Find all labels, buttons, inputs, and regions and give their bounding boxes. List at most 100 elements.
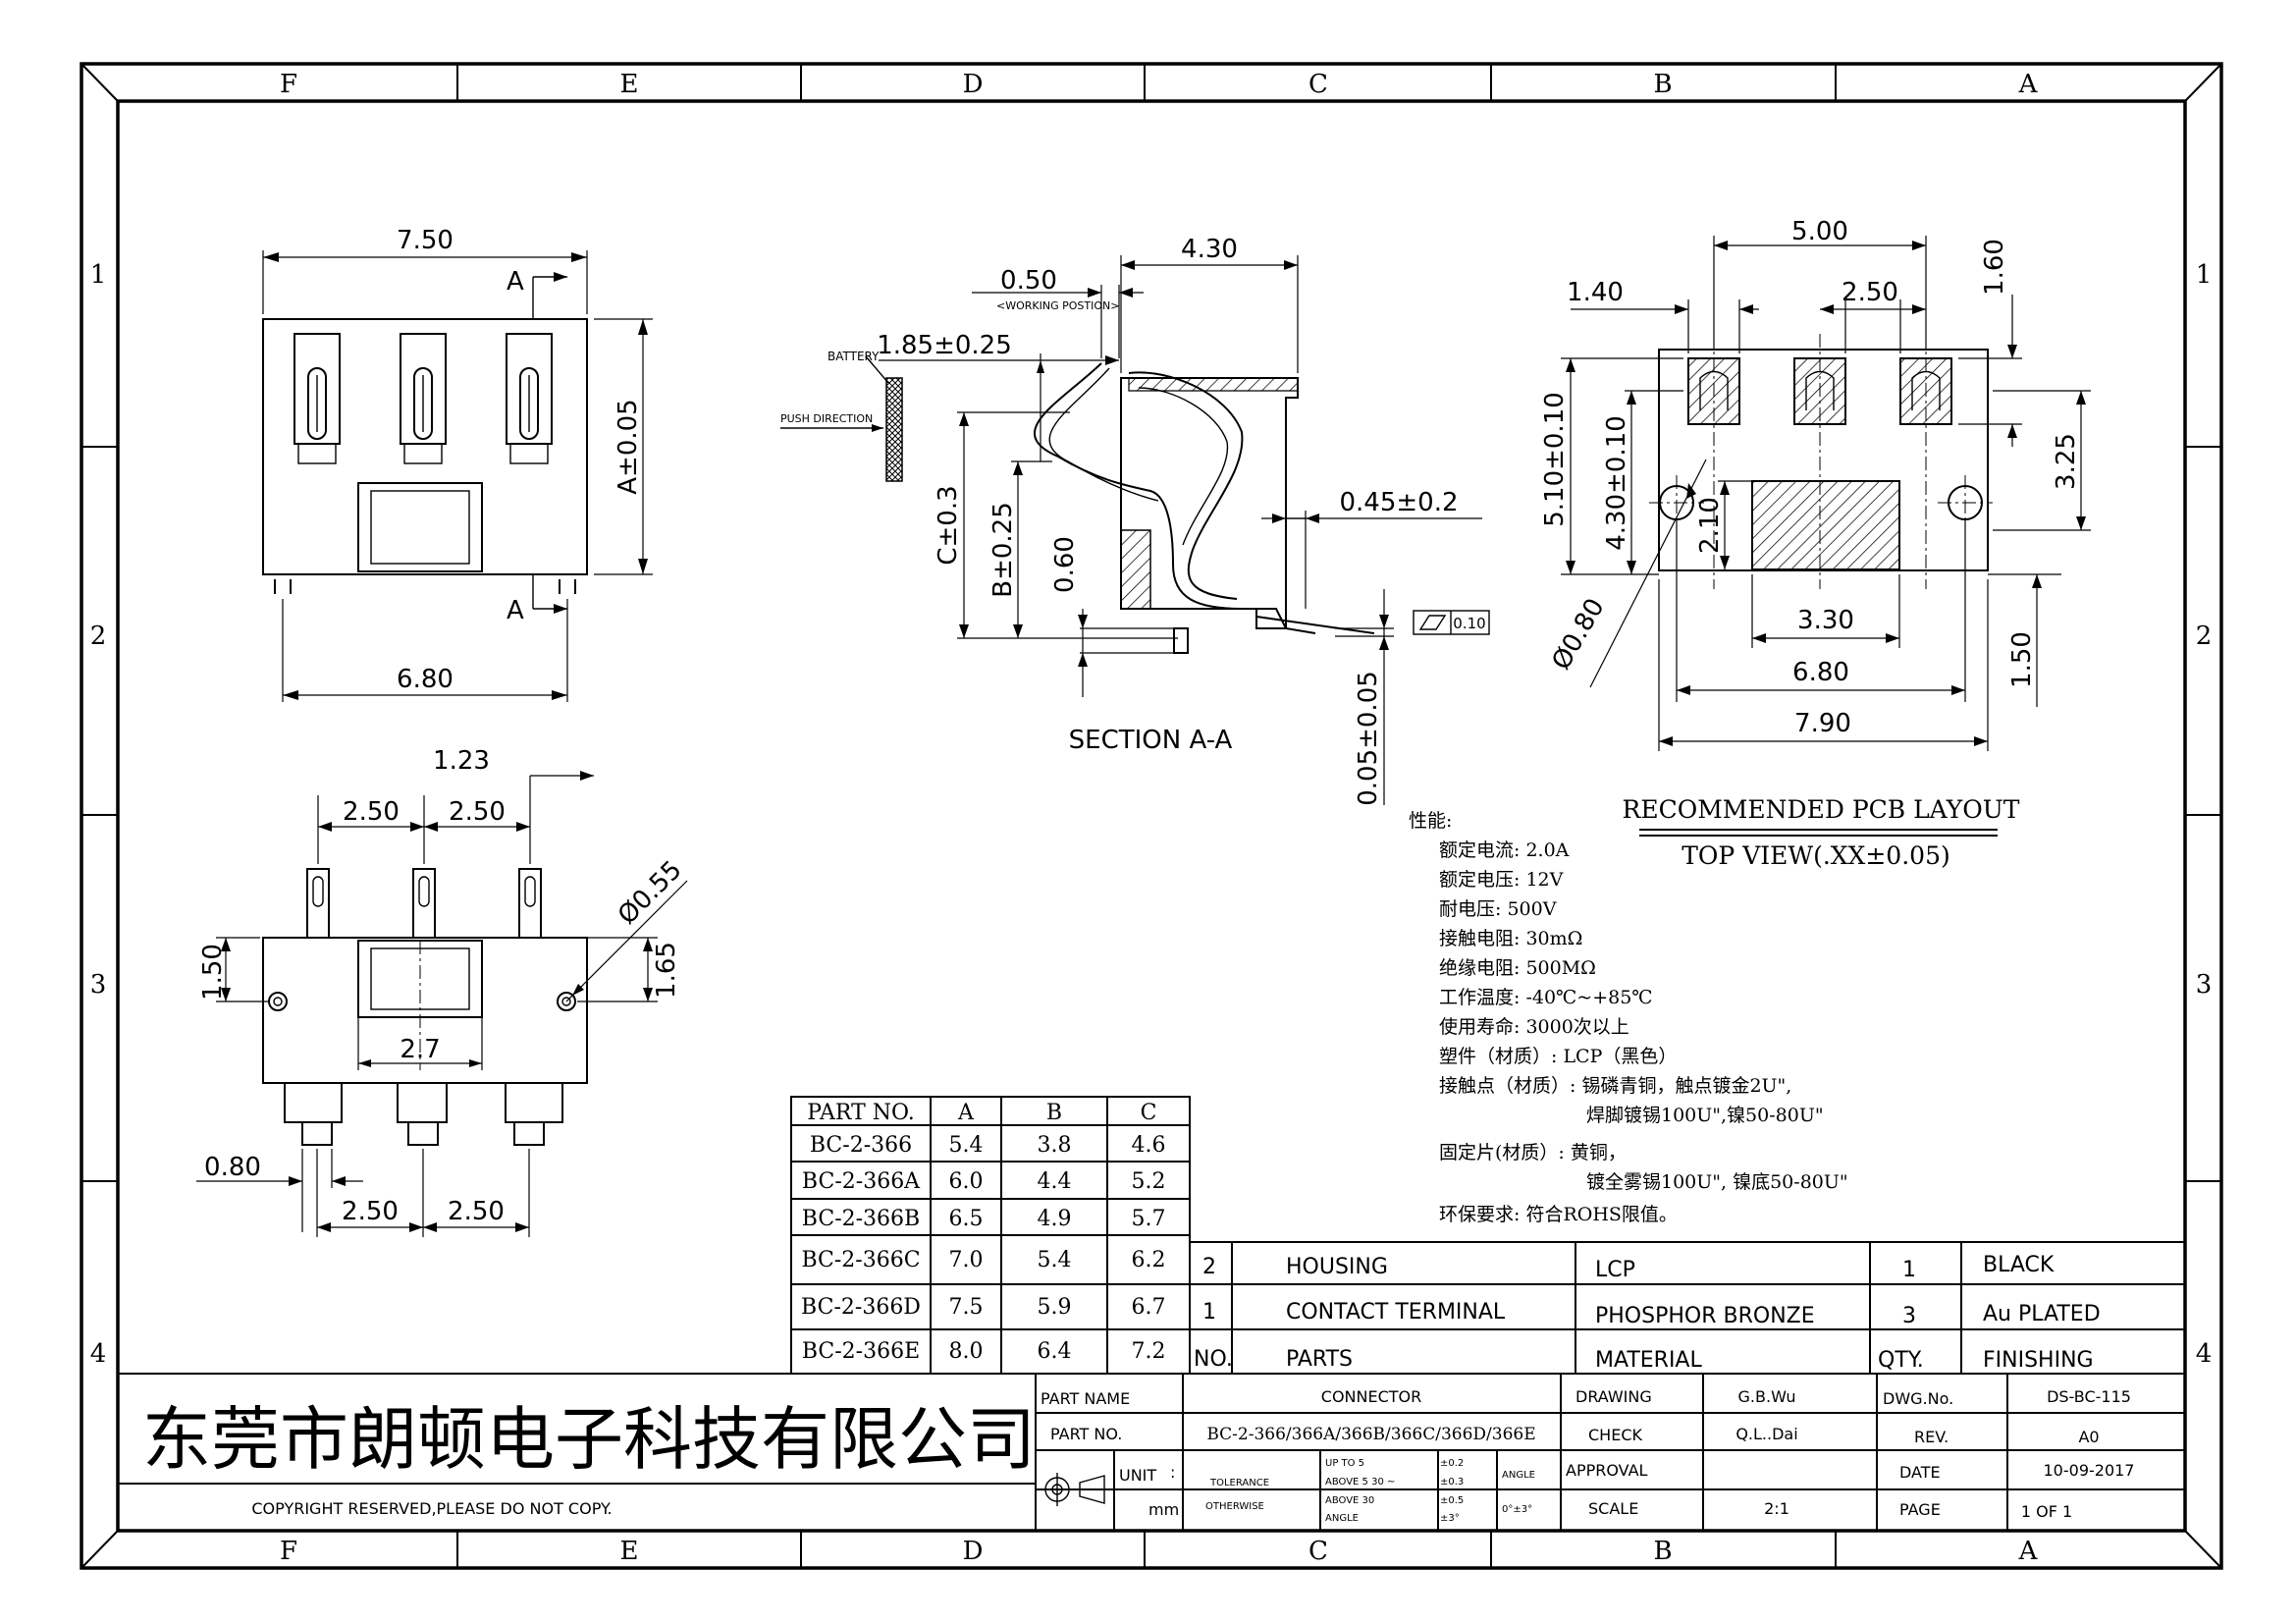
tol-range: ANGLE <box>1325 1513 1359 1524</box>
zone-col-a-bottom: A <box>2018 1537 2039 1566</box>
drawing-value: G.B.Wu <box>1738 1387 1796 1406</box>
section-mark-bottom: A <box>507 596 524 625</box>
push-direction-label: PUSH DIRECTION <box>780 412 873 425</box>
bom-part: HOUSING <box>1286 1255 1388 1279</box>
part-cell: BC-2-366B <box>802 1207 920 1231</box>
page-value: 1 OF 1 <box>2021 1502 2072 1521</box>
spec-line: 额定电压: 12V <box>1439 869 1564 891</box>
part-cell: 3.8 <box>1038 1133 1072 1158</box>
zone-col-b-top: B <box>1653 70 1672 99</box>
part-cell: 5.2 <box>1132 1169 1166 1194</box>
pcb-center-pad <box>1751 480 1900 570</box>
zone-row-4-right: 4 <box>2196 1339 2213 1369</box>
spec-line: 工作温度: -40℃~+85℃ <box>1439 987 1653 1008</box>
unit-label: UNIT <box>1119 1466 1156 1485</box>
spec-line: 固定片(材质）: 黄铜， <box>1439 1142 1627 1163</box>
pcb-title: RECOMMENDED PCB LAYOUT <box>1623 795 2020 824</box>
part-table-header: PART NO. <box>807 1101 915 1125</box>
part-cell: 6.2 <box>1132 1248 1166 1272</box>
tol-value: ±3° <box>1440 1513 1460 1524</box>
tol-value: ±0.5 <box>1440 1495 1464 1506</box>
tolerance-label: TOLERANCE <box>1209 1478 1269 1488</box>
part-no-label: PART NO. <box>1050 1425 1122 1443</box>
zone-col-e-bottom: E <box>620 1537 639 1566</box>
contact-slot <box>294 333 341 464</box>
zone-col-d-top: D <box>963 70 984 99</box>
part-cell: 5.9 <box>1038 1295 1072 1320</box>
dim-section-c: C±0.3 <box>934 485 963 565</box>
spec-line: 环保要求: 符合ROHS限值。 <box>1439 1204 1678 1225</box>
date-value: 10-09-2017 <box>2044 1461 2135 1480</box>
tol-range: ABOVE 5 30 ~ <box>1325 1477 1395 1488</box>
dim-pcb-140: 1.40 <box>1567 278 1624 307</box>
pcb-layout: 5.00 1.40 2.50 1.60 3.25 5.10± <box>1540 217 2091 870</box>
unit-colon: : <box>1170 1463 1175 1482</box>
dim-section-060: 0.60 <box>1050 536 1080 593</box>
part-cell: 6.7 <box>1132 1295 1166 1320</box>
tol-value: ±0.2 <box>1440 1458 1464 1469</box>
angle-label: ANGLE <box>1502 1470 1535 1481</box>
spec-heading: 性能: <box>1409 810 1452 832</box>
top-pin <box>306 868 330 939</box>
dim-top-height: A±0.05 <box>614 399 643 494</box>
part-cell: 7.2 <box>1132 1339 1166 1364</box>
mount-hole <box>268 992 288 1011</box>
rev-label: REV. <box>1914 1428 1949 1446</box>
zone-row-2-right: 2 <box>2196 622 2213 651</box>
zone-col-a-top: A <box>2018 70 2039 99</box>
spec-line: 塑件（材质）: LCP（黑色） <box>1439 1046 1677 1067</box>
company-name: 东莞市朗顿电子科技有限公司 <box>142 1399 1036 1480</box>
dim-pcb-790: 7.90 <box>1794 709 1851 738</box>
tol-range: UP TO 5 <box>1325 1458 1364 1469</box>
angle-value: 0°±3° <box>1502 1504 1532 1515</box>
bom-finishing: BLACK <box>1983 1253 2055 1277</box>
dwg-label: DWG.No. <box>1883 1389 1953 1408</box>
dim-section-045: 0.45±0.2 <box>1339 488 1458 517</box>
part-name-value: CONNECTOR <box>1321 1387 1421 1406</box>
dim-pcb-325: 3.25 <box>2052 433 2081 490</box>
bom-header-no: NO. <box>1194 1347 1233 1372</box>
dim-section-battery-gap: 1.85±0.25 <box>877 331 1012 360</box>
zone-col-c-top: C <box>1308 70 1328 99</box>
dim-top-width: 7.50 <box>397 226 454 255</box>
zone-row-1-left: 1 <box>90 260 107 290</box>
part-cell: 4.4 <box>1038 1169 1072 1194</box>
part-table-header: B <box>1046 1101 1062 1125</box>
check-value: Q.L..Dai <box>1735 1425 1797 1443</box>
bom-header-qty: QTY. <box>1878 1348 1924 1373</box>
part-no-value: BC-2-366/366A/366B/366C/366D/366E <box>1206 1425 1535 1444</box>
part-cell: 7.5 <box>949 1295 984 1320</box>
part-cell: BC-2-366C <box>801 1248 920 1272</box>
bom-no: 2 <box>1202 1255 1216 1279</box>
drawing-label: DRAWING <box>1575 1387 1652 1406</box>
check-label: CHECK <box>1588 1426 1642 1444</box>
zone-col-e-top: E <box>620 70 639 99</box>
part-cell: 6.4 <box>1038 1339 1072 1364</box>
zone-col-b-bottom: B <box>1653 1537 1672 1566</box>
part-cell: 4.9 <box>1038 1207 1072 1231</box>
approval-label: APPROVAL <box>1566 1461 1648 1480</box>
spec-notes: 性能: 额定电流: 2.0A 额定电压: 12V 耐电压: 500V 接触电阻:… <box>1409 810 1848 1225</box>
part-name-label: PART NAME <box>1041 1389 1130 1408</box>
otherwise-label: OTHERWISE <box>1205 1501 1264 1512</box>
contact-slot <box>400 333 447 464</box>
bom-header-finishing: FINISHING <box>1983 1348 2094 1373</box>
dim-pcb-430: 4.30±0.10 <box>1602 415 1631 551</box>
dim-bottom-pitch-right: 2.50 <box>449 797 506 827</box>
dim-section-b: B±0.25 <box>988 502 1018 598</box>
part-cell: 6.0 <box>949 1169 984 1194</box>
spec-line: 接触点（材质）: 锡磷青铜，触点镀金2U", <box>1439 1075 1791 1097</box>
zone-row-2-left: 2 <box>90 622 107 651</box>
section-mark-top: A <box>507 267 524 297</box>
part-cell: 4.6 <box>1132 1133 1166 1158</box>
spec-line: 耐电压: 500V <box>1439 898 1557 920</box>
dim-bottom-center: 2.7 <box>400 1035 440 1064</box>
dim-bottom-pitch-left: 2.50 <box>343 797 400 827</box>
zone-row-3-left: 3 <box>90 970 107 1000</box>
dim-pcb-330: 3.30 <box>1797 606 1854 635</box>
copyright-note: COPYRIGHT RESERVED,PLEASE DO NOT COPY. <box>251 1499 612 1518</box>
dim-bottom-offset: 1.23 <box>433 746 490 776</box>
scale-value: 2:1 <box>1764 1499 1789 1518</box>
title-block: 东莞市朗顿电子科技有限公司 COPYRIGHT RESERVED,PLEASE … <box>118 1373 2185 1531</box>
dim-pcb-510: 5.10±0.10 <box>1540 392 1570 527</box>
